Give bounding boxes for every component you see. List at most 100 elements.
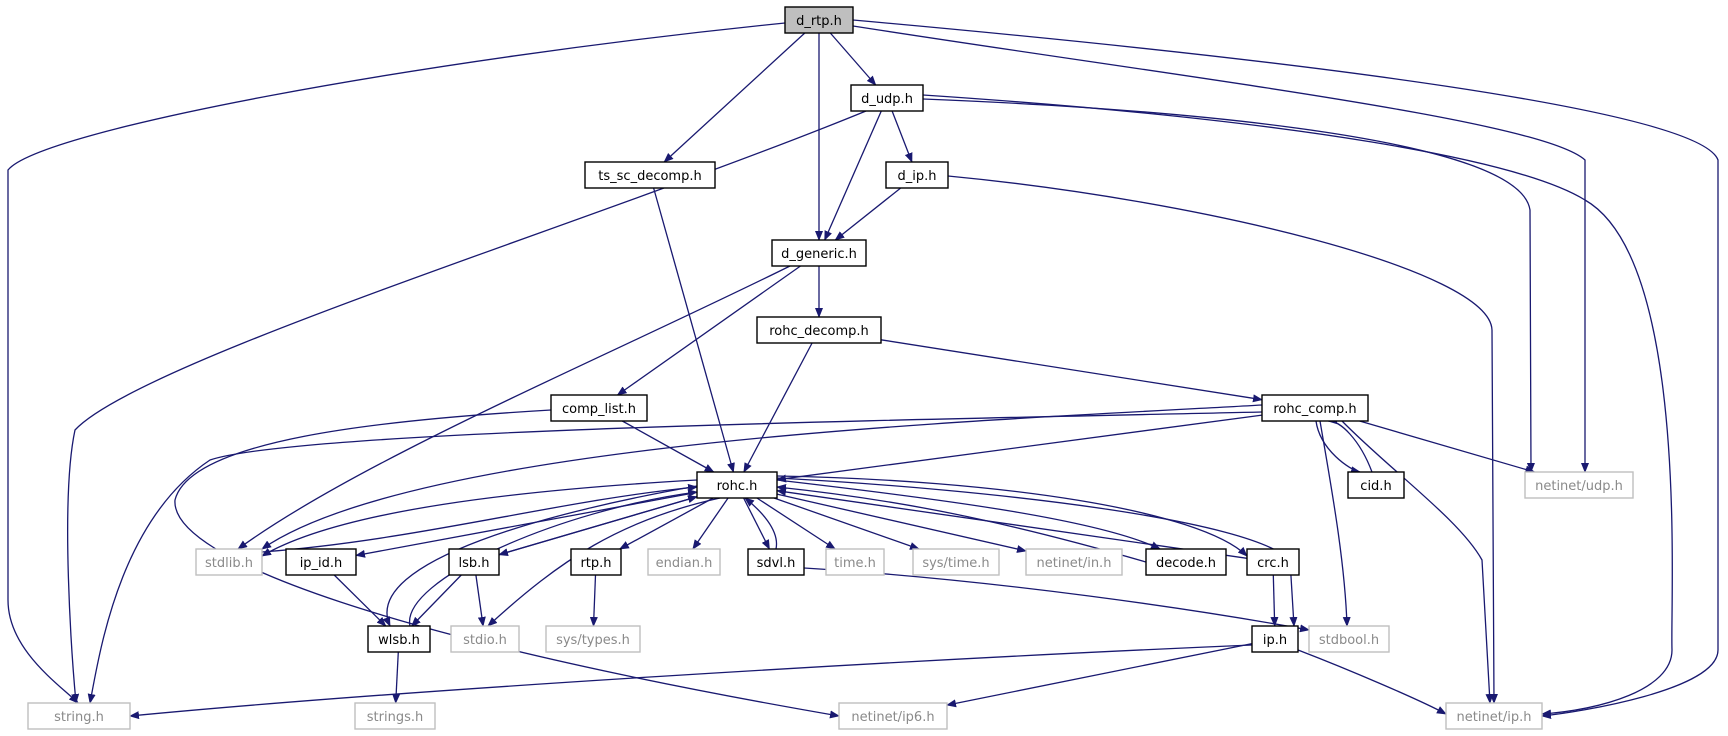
node-box: [756, 316, 882, 344]
node-box: [771, 239, 867, 267]
edge-lsb-to-wlsb: [411, 574, 462, 627]
node-comp_list[interactable]: comp_list.h: [550, 394, 648, 422]
edge-rohc-to-stdlib: [261, 479, 698, 557]
edge-rohc-to-ip: [776, 477, 1298, 627]
edge-path: [261, 404, 1263, 550]
node-crc[interactable]: crc.h: [1246, 548, 1300, 576]
edge-d_rtp-to-udp: [852, 25, 1589, 473]
node-label: ip.h: [1263, 633, 1287, 648]
edge-rohc_comp-to-stdlib: [261, 404, 1263, 550]
edge-ts_sc_decomp-to-rohc: [652, 187, 735, 473]
node-ip6: netinet/ip6.h: [838, 702, 948, 730]
node-d_rtp[interactable]: d_rtp.h: [784, 6, 854, 34]
edge-path: [776, 414, 1263, 483]
node-strings: strings.h: [354, 702, 436, 730]
node-label: time.h: [834, 556, 876, 571]
edge-sdvl-to-rohc: [744, 497, 778, 550]
edge-path: [261, 483, 698, 553]
edge-path: [663, 32, 806, 163]
edge-path: [355, 491, 698, 558]
node-label: d_rtp.h: [796, 14, 842, 29]
node-label: stdio.h: [463, 633, 507, 648]
edge-d_udp-to-d_generic: [824, 110, 882, 241]
node-rtp[interactable]: rtp.h: [570, 548, 622, 576]
node-d_udp[interactable]: d_udp.h: [850, 84, 924, 112]
edge-path: [652, 187, 735, 473]
edge-path: [743, 497, 770, 550]
edge-path: [589, 574, 598, 627]
node-label: cid.h: [1360, 479, 1391, 494]
node-netip: netinet/ip.h: [1445, 702, 1543, 730]
node-label: stdlib.h: [205, 556, 253, 571]
node-box: [584, 161, 716, 189]
node-box: [696, 471, 778, 499]
node-rohc_comp[interactable]: rohc_comp.h: [1261, 394, 1369, 422]
node-label: comp_list.h: [562, 402, 636, 417]
node-decode[interactable]: decode.h: [1145, 548, 1227, 576]
edge-path: [773, 497, 920, 550]
node-ip_id[interactable]: ip_id.h: [285, 548, 357, 576]
node-rohc_decomp[interactable]: rohc_decomp.h: [756, 316, 882, 344]
edge-path: [174, 409, 840, 719]
node-sdvl[interactable]: sdvl.h: [747, 548, 805, 576]
node-rohc[interactable]: rohc.h: [696, 471, 778, 499]
edge-path: [922, 98, 1535, 473]
node-stdlib: stdlib.h: [195, 548, 263, 576]
node-box: [545, 625, 641, 653]
edge-rtp-to-systypes: [589, 574, 598, 627]
node-udp: netinet/udp.h: [1524, 471, 1634, 499]
edge-decode-to-rohc: [776, 483, 1147, 563]
edge-path: [7, 22, 786, 704]
node-label: netinet/ip6.h: [851, 710, 934, 725]
node-box: [1347, 471, 1405, 499]
node-cid[interactable]: cid.h: [1347, 471, 1405, 499]
node-label: d_generic.h: [781, 247, 857, 262]
node-d_generic[interactable]: d_generic.h: [771, 239, 867, 267]
node-ip[interactable]: ip.h: [1251, 625, 1299, 653]
edge-wlsb-to-strings: [392, 651, 401, 704]
edge-rohc-to-stdio: [487, 497, 721, 627]
edge-d_rtp-to-d_udp: [829, 32, 877, 86]
node-label: string.h: [54, 710, 104, 725]
node-label: sys/time.h: [922, 556, 989, 571]
edge-path: [618, 497, 714, 550]
edge-d_rtp-to-netip: [852, 19, 1719, 720]
edge-path: [87, 411, 1263, 704]
node-systypes: sys/types.h: [545, 625, 641, 653]
node-wlsb[interactable]: wlsb.h: [367, 625, 431, 653]
edge-path: [776, 483, 1147, 563]
edge-rohc-to-rtp: [618, 497, 714, 550]
edge-path: [1315, 420, 1361, 475]
edge-path: [616, 265, 801, 396]
node-label: rohc_comp.h: [1273, 402, 1356, 417]
edge-rohc-to-wlsb: [382, 485, 698, 627]
edge-path: [129, 644, 1253, 720]
node-d_ip[interactable]: d_ip.h: [885, 161, 949, 189]
node-label: lsb.h: [458, 556, 489, 571]
node-label: crc.h: [1257, 556, 1289, 571]
edge-rohc_comp-to-udp: [1359, 420, 1536, 474]
node-box: [1251, 625, 1299, 653]
edge-path: [743, 342, 813, 473]
edge-lsb-to-stdio: [475, 574, 486, 627]
node-string: string.h: [27, 702, 131, 730]
node-box: [1246, 548, 1300, 576]
node-label: ts_sc_decomp.h: [598, 169, 701, 184]
edge-path: [487, 497, 721, 627]
node-box: [1524, 471, 1634, 499]
node-label: strings.h: [367, 710, 423, 725]
node-ts_sc_decomp[interactable]: ts_sc_decomp.h: [584, 161, 716, 189]
edge-ip_id-to-wlsb: [333, 574, 387, 627]
edge-d_udp-to-udp: [922, 98, 1535, 473]
edge-d_udp-to-d_ip: [891, 110, 913, 163]
node-lsb[interactable]: lsb.h: [448, 548, 500, 576]
edge-crc-to-rohc: [776, 488, 1248, 559]
node-label: netinet/udp.h: [1535, 479, 1623, 494]
edge-rohc-to-time: [756, 497, 836, 550]
edge-comp_list-to-rohc: [621, 420, 715, 473]
node-box: [1261, 394, 1369, 422]
edge-ip-to-ip6: [946, 642, 1253, 708]
edge-d_rtp-to-ts_sc_decomp: [663, 32, 806, 163]
edge-path: [891, 110, 913, 163]
